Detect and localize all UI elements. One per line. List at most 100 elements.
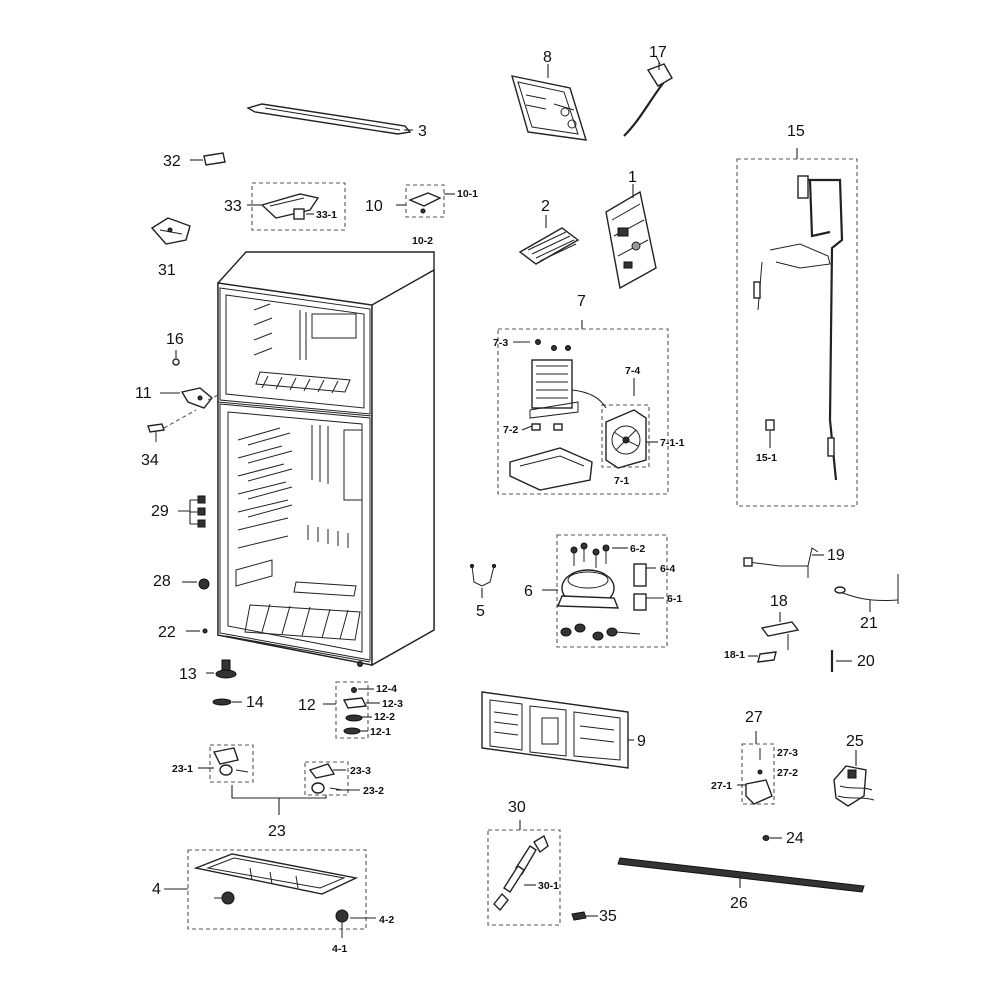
- callout-10-2: 10-2: [412, 235, 433, 247]
- group-box-15: [736, 158, 858, 507]
- callout-31: 31: [158, 262, 176, 279]
- callout-4-1: 4-1: [332, 943, 347, 955]
- group-box-6: [556, 534, 668, 648]
- part-25-wire-harness: [833, 765, 875, 807]
- part-21-thermistor: [834, 574, 899, 604]
- part-11-hinge-pin: [180, 387, 213, 409]
- callout-12-1: 12-1: [370, 726, 391, 738]
- callout-6-1: 6-1: [667, 593, 682, 605]
- part-35-screw: [571, 911, 587, 921]
- callout-12-3: 12-3: [382, 698, 403, 710]
- callout-9: 9: [637, 733, 646, 750]
- group-box-30: [487, 829, 561, 926]
- part-15-refrigerant-tubing: [753, 175, 844, 481]
- callout-35: 35: [599, 908, 617, 925]
- part-4-base-plate: [193, 853, 359, 938]
- part-13-leveling-foot: [215, 659, 237, 679]
- callout-14: 14: [246, 694, 264, 711]
- callout-13: 13: [179, 666, 197, 683]
- part-7-fan-assembly: [509, 339, 607, 491]
- callout-23-2: 23-2: [363, 785, 384, 797]
- callout-5: 5: [476, 603, 485, 620]
- callout-3: 3: [418, 123, 427, 140]
- part-24-screw: [762, 835, 770, 841]
- part-2-grille: [518, 227, 580, 265]
- callout-27-1: 27-1: [711, 780, 732, 792]
- part-9-back-panel: [481, 691, 629, 769]
- callout-10: 10: [365, 198, 383, 215]
- callout-34: 34: [141, 452, 159, 469]
- callout-2: 2: [541, 198, 550, 215]
- part-14-bushing: [212, 698, 232, 706]
- callout-28: 28: [153, 573, 171, 590]
- part-31-bracket: [150, 217, 191, 245]
- callout-32: 32: [163, 153, 181, 170]
- callout-7-4: 7-4: [625, 365, 640, 377]
- callout-17: 17: [649, 44, 667, 61]
- part-6-compressor: [556, 542, 647, 641]
- part-33-cover: [260, 193, 320, 220]
- callout-10-1: 10-1: [457, 188, 478, 200]
- group-box-27: [741, 743, 775, 805]
- group-box-7: [497, 328, 669, 495]
- callout-25: 25: [846, 733, 864, 750]
- callout-27-3: 27-3: [777, 747, 798, 759]
- part-19-sensor-wire: [743, 547, 819, 578]
- callout-7: 7: [577, 293, 586, 310]
- part-16-screw: [172, 358, 180, 366]
- group-box-23-3: [304, 761, 349, 796]
- callout-12-4: 12-4: [376, 683, 397, 695]
- part-18-bracket: [757, 621, 800, 663]
- part-29-caps: [197, 495, 206, 528]
- callout-6-4: 6-4: [660, 563, 675, 575]
- part-27-damper: [745, 748, 773, 805]
- callout-27-2: 27-2: [777, 767, 798, 779]
- callout-18: 18: [770, 593, 788, 610]
- part-32-label: [203, 152, 226, 166]
- callout-4: 4: [152, 881, 161, 898]
- callout-26: 26: [730, 895, 748, 912]
- callout-22: 22: [158, 624, 176, 641]
- callout-18-1: 18-1: [724, 649, 745, 661]
- part-26-gasket: [617, 857, 865, 893]
- callout-4-2: 4-2: [379, 914, 394, 926]
- group-box-7-1: [601, 404, 650, 468]
- part-7-1-fan-shroud: [605, 409, 647, 469]
- part-34-pin: [147, 423, 165, 442]
- callout-30: 30: [508, 799, 526, 816]
- part-12-hinge-assembly: [342, 687, 368, 735]
- part-28-cap: [198, 578, 210, 590]
- callout-27: 27: [745, 709, 763, 726]
- callout-21: 21: [860, 615, 878, 632]
- callout-7-1: 7-1: [614, 475, 629, 487]
- callout-6-2: 6-2: [630, 543, 645, 555]
- callout-29: 29: [151, 503, 169, 520]
- callout-15-1: 15-1: [756, 452, 777, 464]
- callout-16: 16: [166, 331, 184, 348]
- callout-12: 12: [298, 697, 316, 714]
- part-22-screw: [202, 628, 208, 634]
- callout-7-3: 7-3: [493, 337, 508, 349]
- refrigerator-cabinet: [217, 251, 435, 667]
- callout-20: 20: [857, 653, 875, 670]
- callout-23-3: 23-3: [350, 765, 371, 777]
- part-8-cover-panel: [511, 75, 587, 141]
- callout-12-2: 12-2: [374, 711, 395, 723]
- callout-11: 11: [135, 385, 152, 402]
- callout-7-1-1: 7-1-1: [660, 437, 685, 449]
- part-17-power-cord: [623, 55, 673, 137]
- callout-30-1: 30-1: [538, 880, 559, 892]
- callout-15: 15: [787, 123, 805, 140]
- callout-23: 23: [268, 823, 286, 840]
- callout-1: 1: [628, 169, 637, 186]
- callout-23-1: 23-1: [172, 763, 193, 775]
- group-box-23-1: [209, 744, 254, 783]
- group-box-4: [187, 849, 367, 930]
- callout-7-2: 7-2: [503, 424, 518, 436]
- part-5-wire-clip: [469, 563, 497, 587]
- part-1-control-board: [605, 190, 657, 290]
- part-10-hinge: [408, 192, 442, 214]
- callout-33-1: 33-1: [316, 209, 337, 221]
